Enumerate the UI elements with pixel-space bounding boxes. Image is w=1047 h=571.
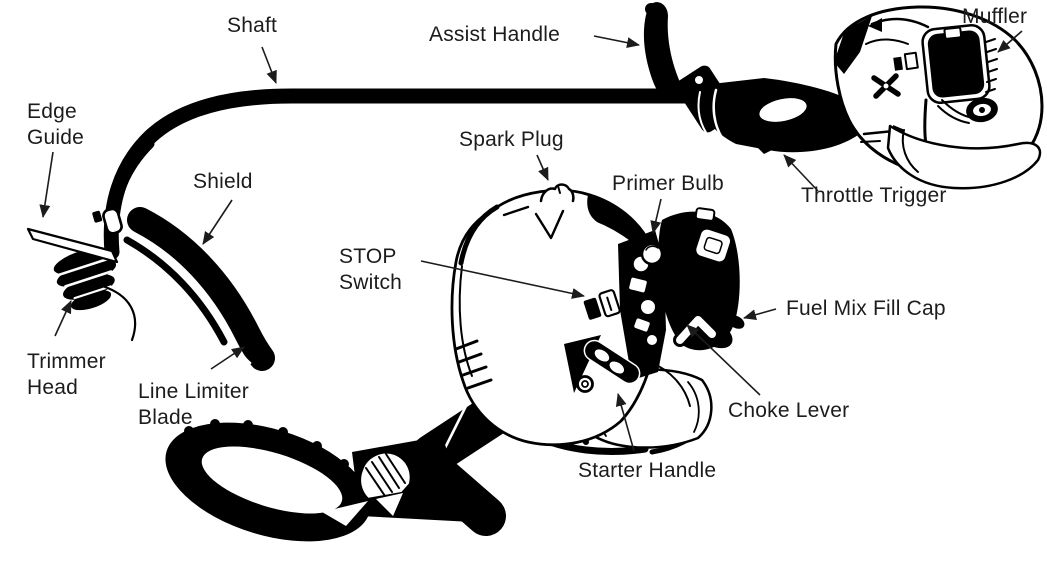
stop-switch-leader [420,260,585,299]
choke-lever-leader [686,324,761,396]
cowl-wedge-art [834,16,872,74]
label-edge-guide: Edge Guide [27,100,85,149]
starter-handle-art [583,339,641,385]
loop-handle-art [165,419,371,542]
cover-hatch-art [454,339,493,390]
fuel-tank-top-art [886,124,1042,190]
clamp-dome-art [358,451,412,501]
throttle-trigger-art [748,126,780,154]
muffler-leader [997,30,1023,53]
label-line-limiter-blade: Line Limiter Blade [138,380,249,429]
line-limiter-blade-leader [210,346,245,370]
edge-guide-art [26,227,119,264]
grip-art [404,442,506,536]
shield-bracket-art [92,207,123,235]
label-starter-handle: Starter Handle [578,459,717,482]
label-shield: Shield [193,170,253,193]
spark-plug-leader [536,154,549,181]
starter-pulley-art [966,97,998,123]
shaft-leader [261,46,277,84]
label-trimmer-head: Trimmer Head [27,350,106,399]
powerhead-top-view [643,2,1044,190]
fuel-mix-fill-cap-leader [743,308,777,321]
trimmer-line-art [103,285,137,342]
trimmer-head-leader [54,300,72,337]
stop-switch-art [583,289,621,320]
switch-icons-art [893,51,919,71]
label-spark-plug: Spark Plug [459,128,564,151]
leader-lines [39,30,1023,452]
muffler-art [921,23,991,105]
label-choke-lever: Choke Lever [728,399,850,422]
full-unit-view [26,88,708,371]
label-assist-handle: Assist Handle [429,23,560,46]
trimmer-head-art [53,247,117,311]
assist-handle-art [643,2,688,103]
throttle-trigger-leader [783,154,819,192]
label-primer-bulb: Primer Bulb [612,172,724,195]
label-fuel-mix-fill-cap: Fuel Mix Fill Cap [786,297,946,320]
label-muffler: Muffler [962,5,1028,28]
label-stop-switch: STOP Switch [339,245,403,294]
shield-art [123,207,275,371]
edge-guide-leader [39,151,54,218]
label-throttle-trigger: Throttle Trigger [801,184,947,207]
decor-chevron-icon [865,38,909,45]
label-shaft: Shaft [227,14,278,37]
assist-handle-leader [593,35,640,49]
starter-handle-leader [615,393,635,452]
spark-plug-art [539,183,575,203]
powerhead-closeup-view [165,183,745,542]
muffler-hatch-art [985,38,998,93]
primer-bulb-leader [650,198,662,234]
shield-leader [202,199,233,245]
